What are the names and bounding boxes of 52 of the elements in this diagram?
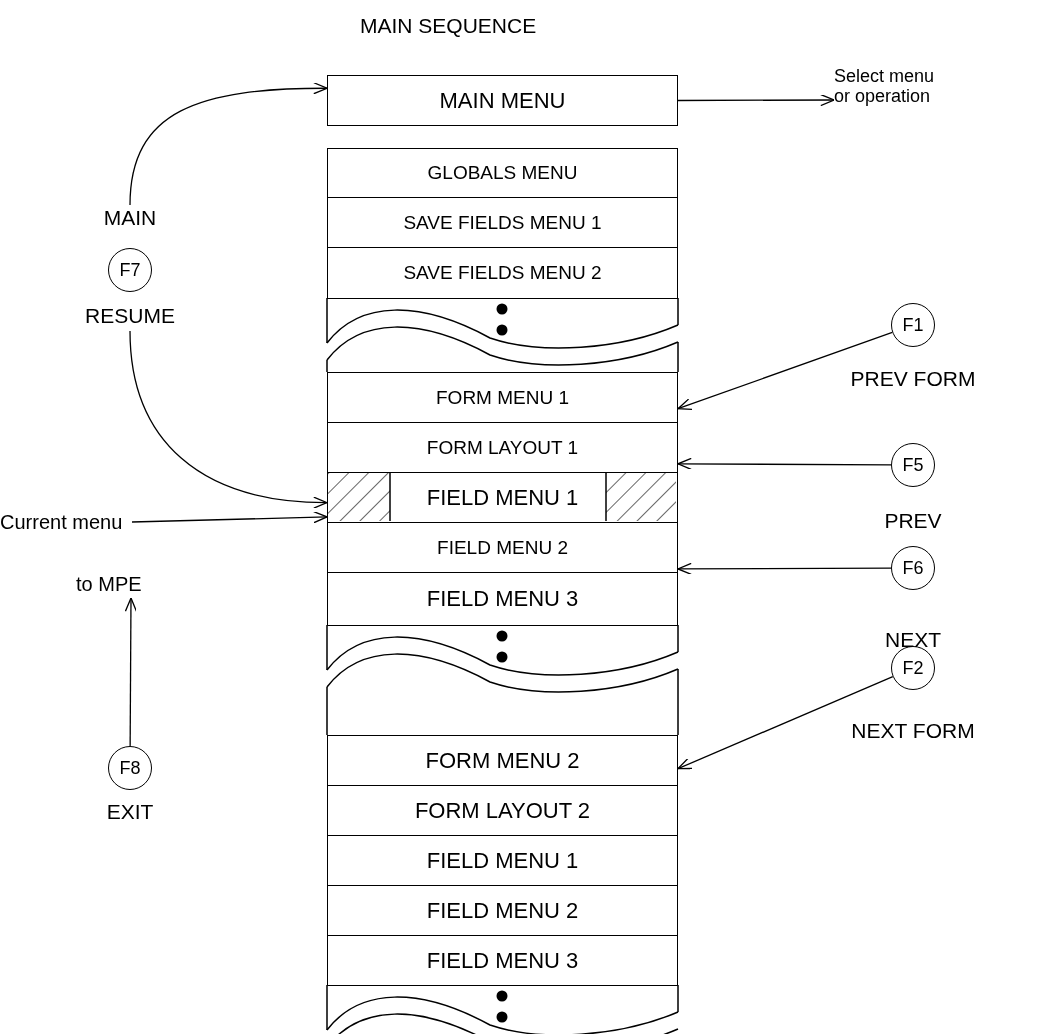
menu-label: FIELD MENU 2 bbox=[426, 897, 579, 924]
function-key-circle: F8 bbox=[108, 746, 152, 790]
menu-label: SAVE FIELDS MENU 1 bbox=[403, 211, 602, 234]
arrow bbox=[131, 511, 328, 524]
menu-label: FORM LAYOUT 2 bbox=[414, 797, 591, 824]
function-key-circle: F7 bbox=[108, 248, 152, 292]
key-caption: PREV FORM bbox=[850, 367, 976, 391]
annotation-text: to MPE bbox=[76, 572, 142, 596]
menu-box bbox=[327, 247, 678, 299]
curved-arrow bbox=[129, 330, 328, 509]
arrow bbox=[124, 597, 138, 747]
arrow bbox=[677, 676, 894, 770]
menu-label: FIELD MENU 1 bbox=[426, 484, 579, 511]
arrow bbox=[677, 457, 892, 471]
menu-label: FIELD MENU 3 bbox=[426, 947, 579, 974]
key-caption: MAIN bbox=[103, 206, 157, 230]
annotation-text: Select menu or operation bbox=[834, 67, 936, 107]
menu-label: FORM LAYOUT 1 bbox=[426, 436, 579, 459]
key-caption: RESUME bbox=[85, 304, 175, 328]
arrow bbox=[677, 331, 893, 411]
menu-label: GLOBALS MENU bbox=[427, 162, 578, 184]
menu-box bbox=[327, 422, 678, 473]
menu-label: FIELD MENU 1 bbox=[426, 847, 579, 874]
menu-box bbox=[327, 75, 678, 126]
menu-label: FORM MENU 2 bbox=[425, 747, 580, 774]
key-caption: EXIT bbox=[106, 800, 154, 824]
menu-label: FORM MENU 1 bbox=[436, 386, 569, 409]
arrow bbox=[677, 562, 892, 576]
menu-box bbox=[327, 522, 678, 573]
menu-label: MAIN MENU bbox=[439, 87, 566, 114]
curved-arrow bbox=[129, 82, 328, 206]
key-caption: PREV bbox=[884, 509, 942, 533]
menu-box bbox=[327, 885, 678, 936]
menu-box bbox=[327, 197, 678, 248]
function-key-circle: F2 bbox=[891, 646, 935, 690]
function-key-circle: F1 bbox=[891, 303, 935, 347]
arrow bbox=[677, 93, 835, 107]
menu-box bbox=[327, 372, 678, 423]
menu-box bbox=[327, 785, 678, 836]
menu-label: SAVE FIELDS MENU 2 bbox=[403, 262, 602, 284]
diagram-title: MAIN SEQUENCE bbox=[360, 14, 537, 38]
menu-box bbox=[327, 835, 678, 886]
menu-label: FIELD MENU 3 bbox=[426, 586, 579, 612]
menu-label: FIELD MENU 2 bbox=[437, 536, 568, 559]
function-key-circle: F6 bbox=[891, 546, 935, 590]
menu-box bbox=[327, 935, 678, 986]
key-caption: NEXT FORM bbox=[851, 719, 975, 743]
menu-box bbox=[327, 572, 678, 626]
menu-box bbox=[327, 735, 678, 786]
annotation-text: Current menu bbox=[0, 510, 123, 534]
menu-box bbox=[327, 148, 678, 198]
function-key-circle: F5 bbox=[891, 443, 935, 487]
